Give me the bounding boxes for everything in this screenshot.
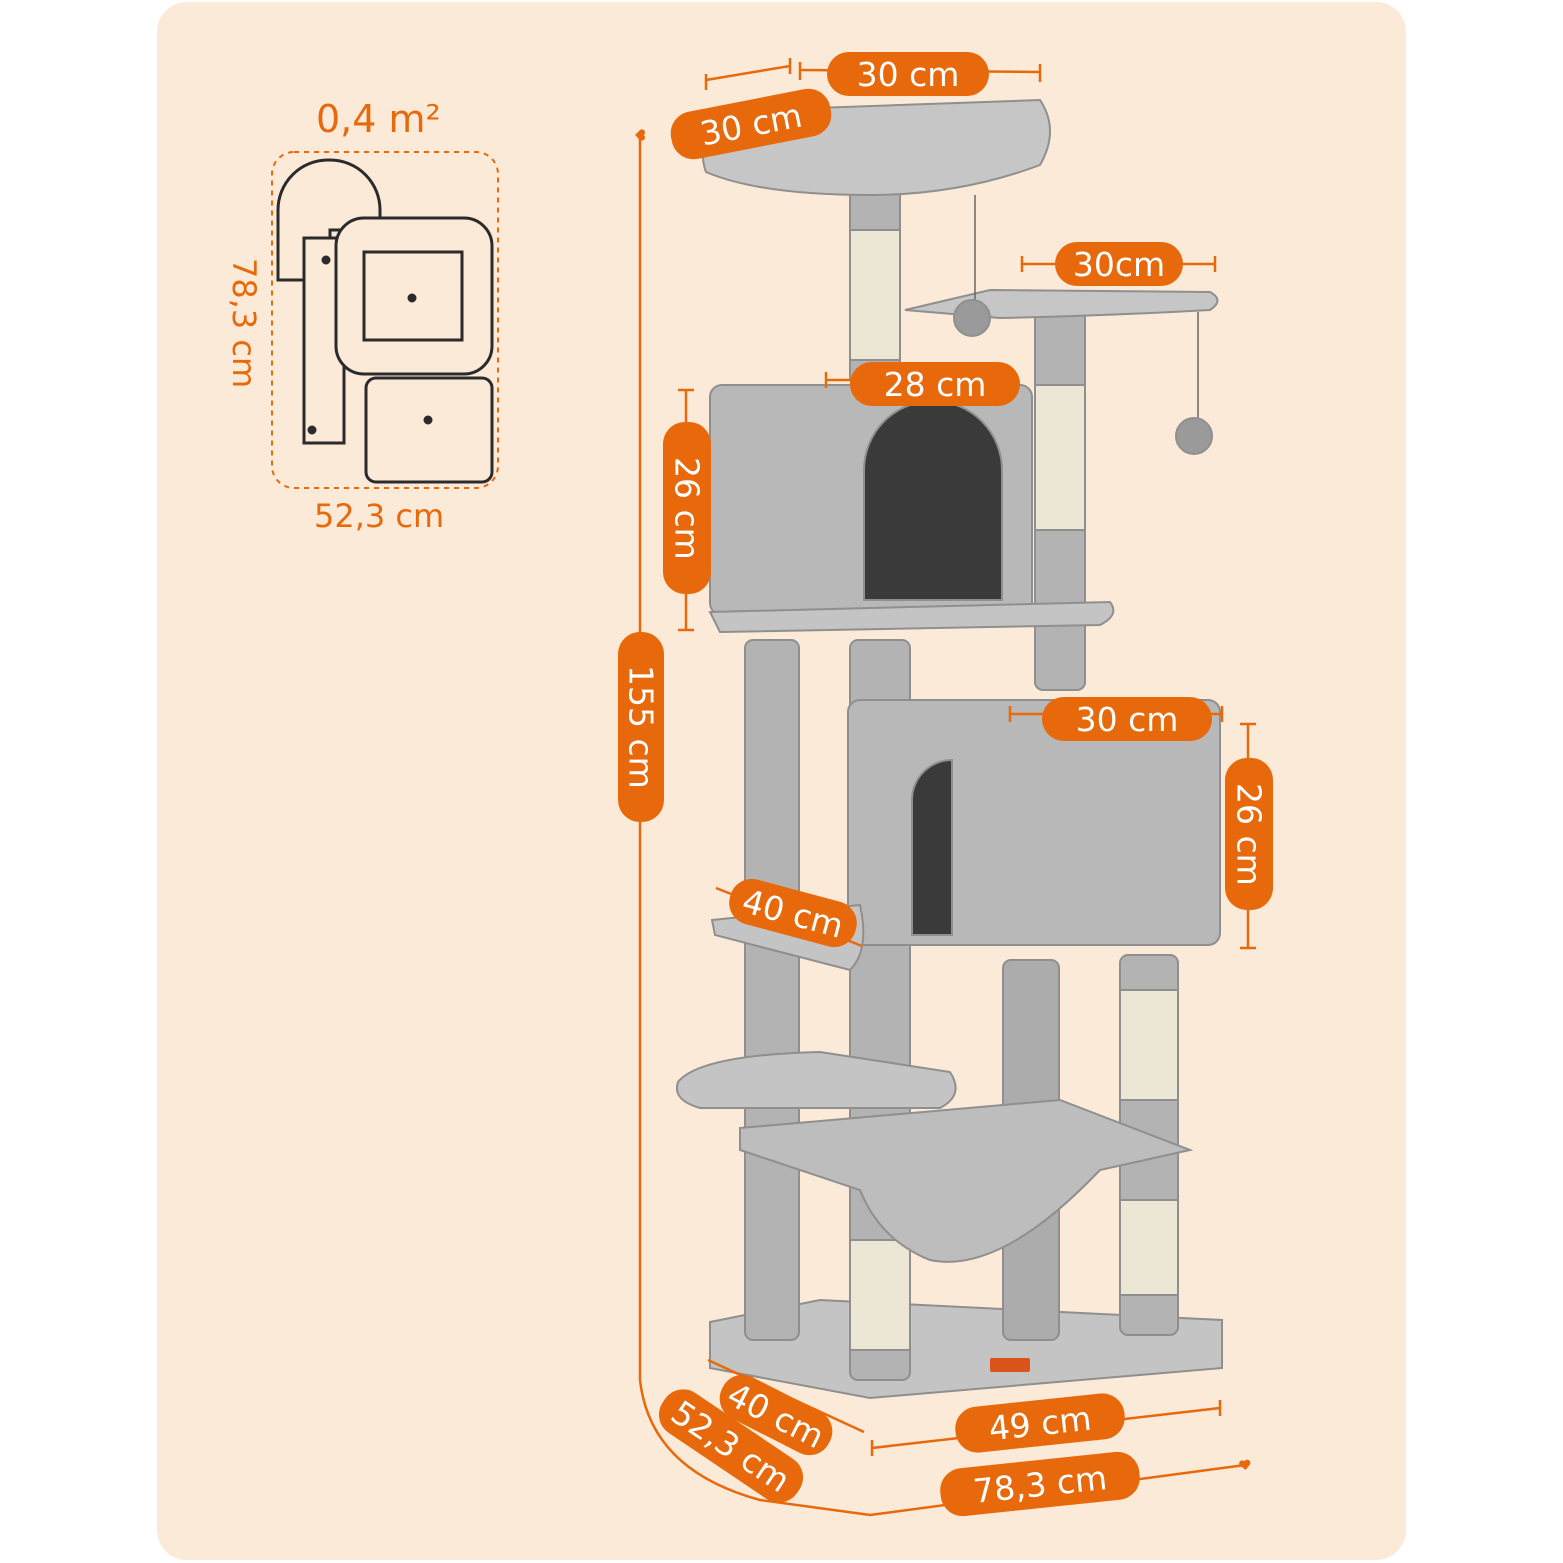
upper-cave-height-pill: 26 cm	[663, 422, 711, 594]
lower-cave-height-pill: 26 cm	[1225, 758, 1273, 910]
footprint-area-label: 0,4 m²	[316, 97, 441, 141]
total-height-pill: 155 cm	[618, 632, 664, 822]
lower-cave-width-pill: 30 cm	[1042, 697, 1212, 741]
footprint-width-label: 52,3 cm	[314, 497, 445, 535]
cat-tree	[676, 98, 1223, 1400]
footprint-diagram	[271, 151, 499, 489]
footprint-depth-label: 78,3 cm	[225, 258, 263, 389]
upper-cave-width-pill: 28 cm	[850, 362, 1020, 406]
second-platform-width-pill: 30cm	[1055, 242, 1183, 286]
top-width-pill: 30 cm	[827, 52, 989, 96]
